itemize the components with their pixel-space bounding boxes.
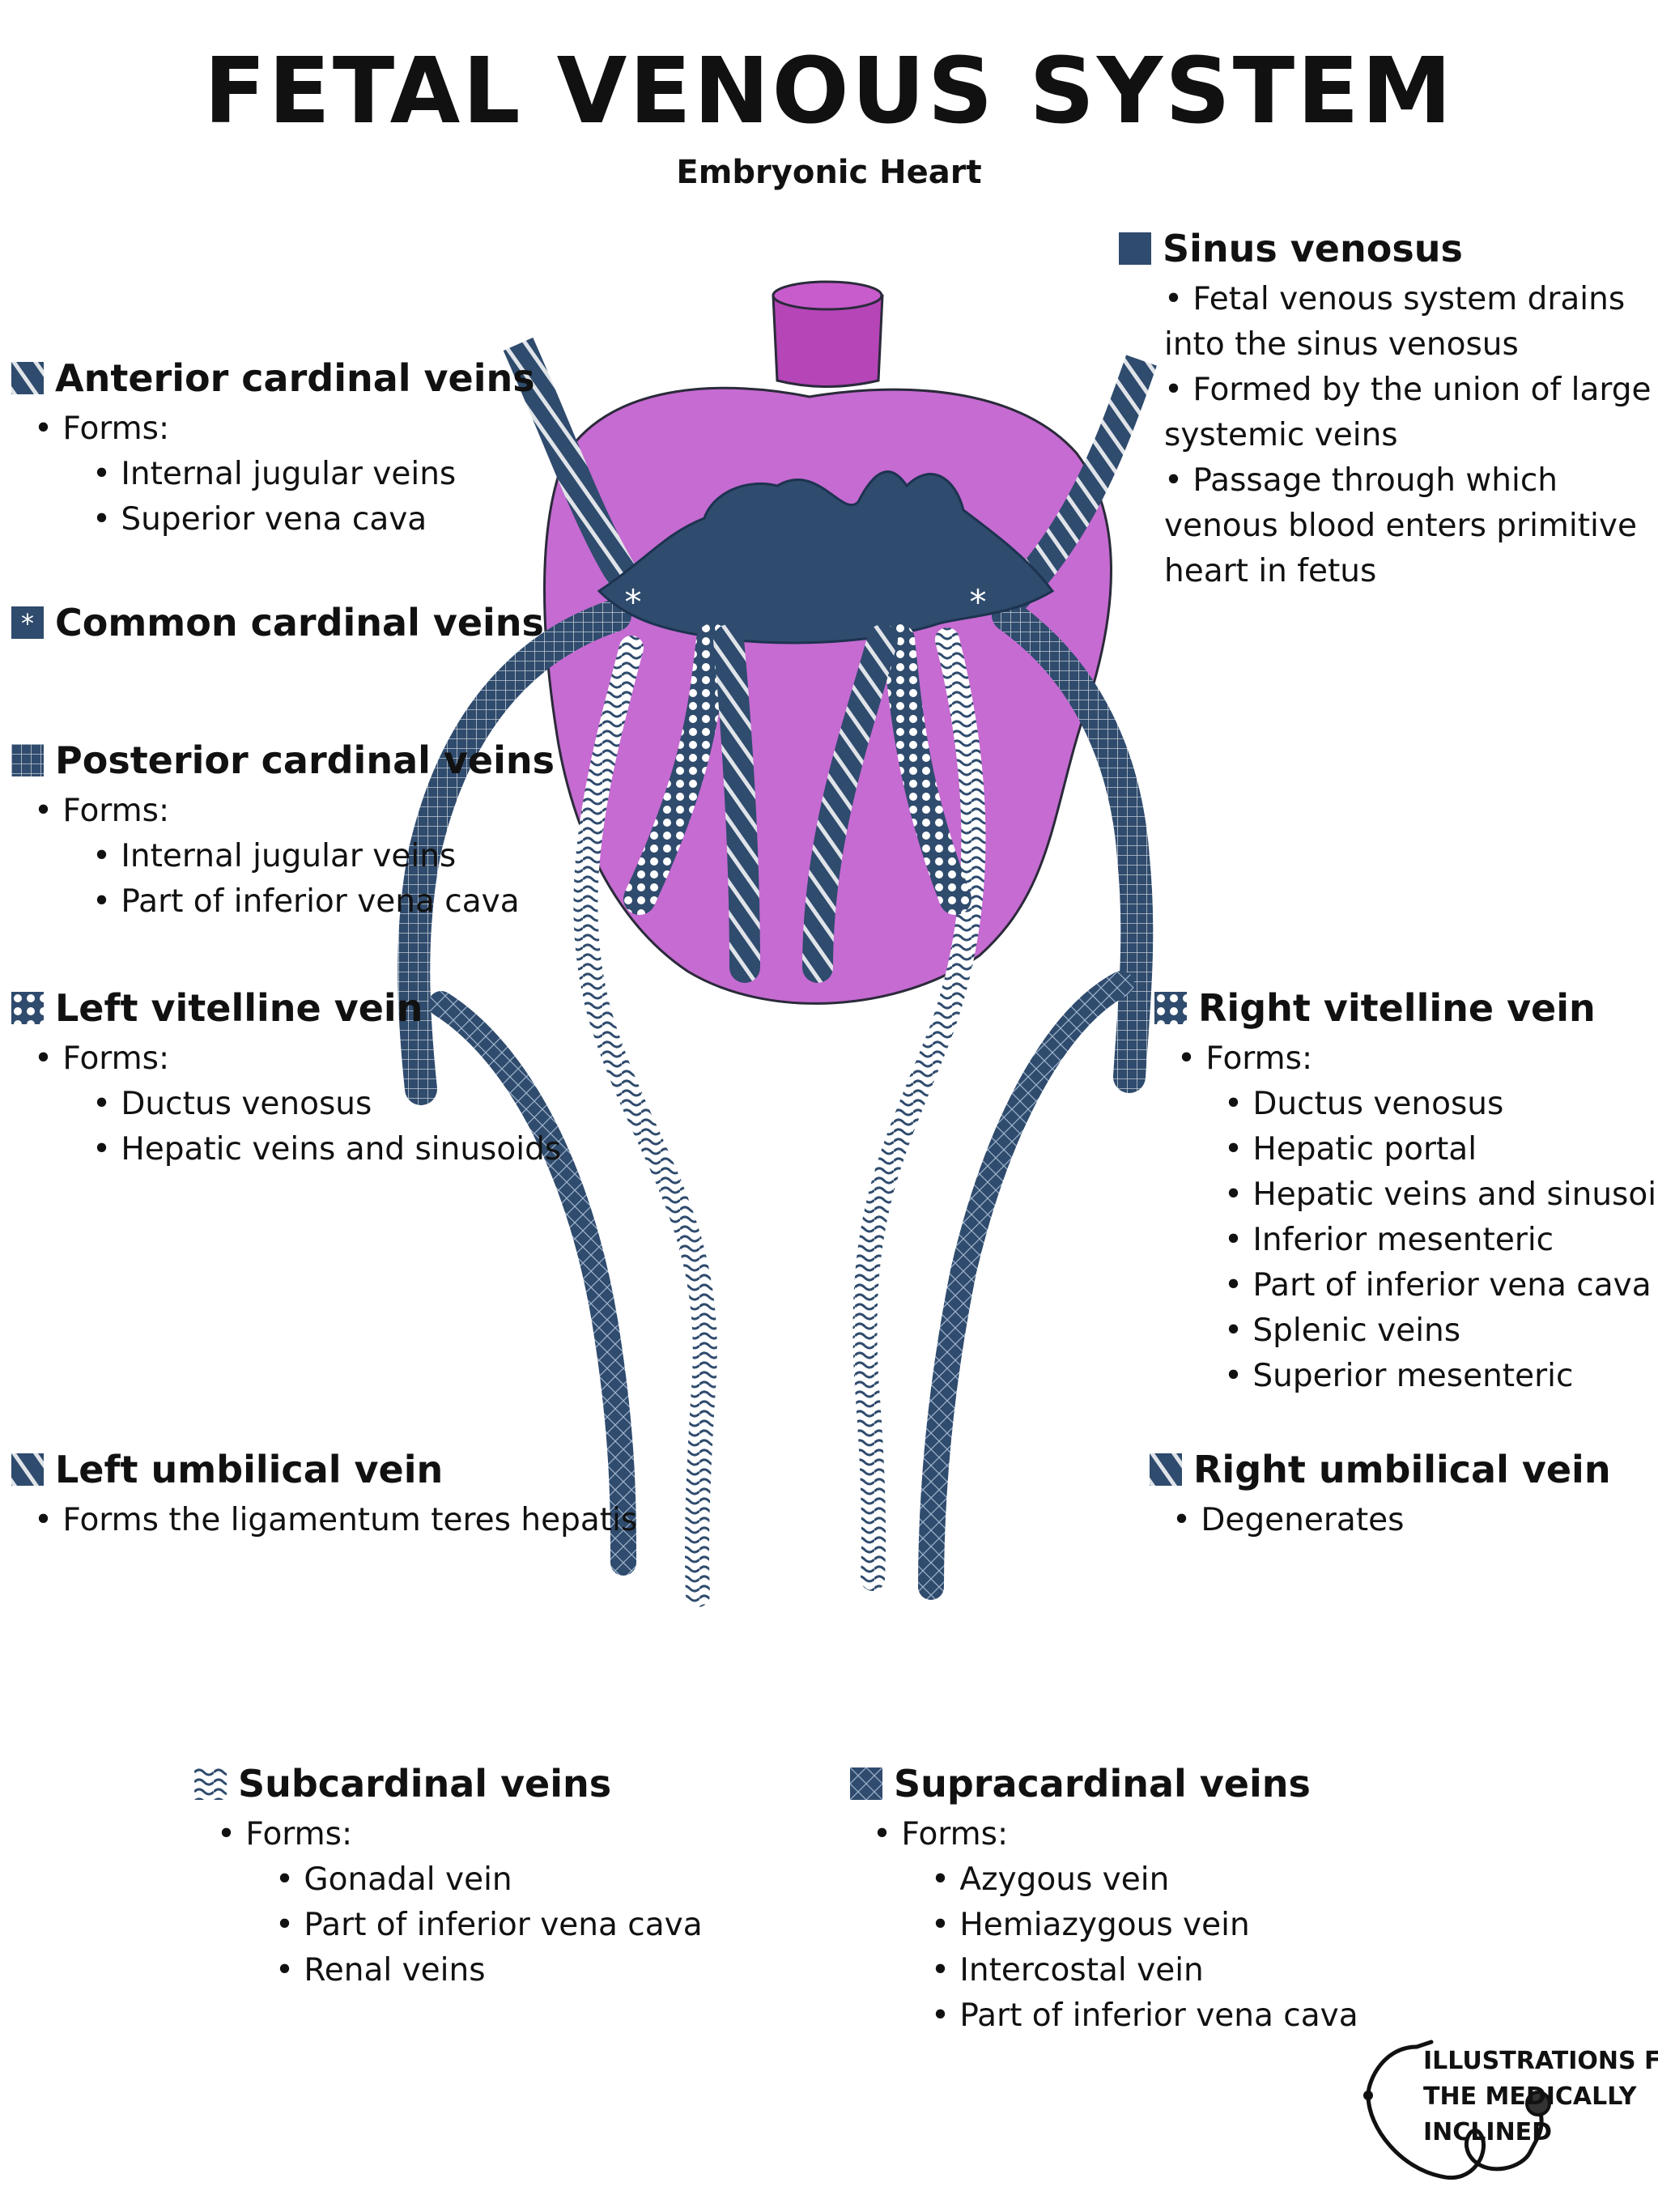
- left-subcardinal-vein: [573, 636, 717, 1607]
- supracardinal-block: Supracardinal veins • Forms: • Azygous v…: [850, 1762, 1358, 2039]
- logo-line: INCLINED: [1423, 2118, 1553, 2146]
- left-posterior-cardinal-vein: [397, 599, 631, 1105]
- page-subtitle: Embryonic Heart: [676, 154, 982, 191]
- svg-text:*: *: [21, 608, 34, 639]
- net-swatch-icon: [850, 1767, 882, 1800]
- subcardinal-forms-label: Forms:: [245, 1816, 353, 1853]
- left-umbilical-vein: [713, 624, 760, 983]
- common-cardinal-block: * Common cardinal veins: [11, 601, 544, 651]
- asterisk-swatch-icon: *: [11, 606, 44, 639]
- right-supracardinal-vein: [918, 971, 1134, 1600]
- supracardinal-item: Intercostal vein: [959, 1952, 1204, 1989]
- dots-swatch-icon: [1154, 992, 1187, 1024]
- right-vitelline-item: Part of inferior vena cava: [1252, 1267, 1652, 1304]
- diagonal-stripe-swatch-icon: [11, 1453, 44, 1486]
- left-vitelline-vein: [623, 623, 729, 915]
- common-cardinal-title: Common cardinal veins: [55, 601, 544, 644]
- supracardinal-forms-label: Forms:: [901, 1816, 1009, 1853]
- supracardinal-title: Supracardinal veins: [894, 1762, 1311, 1806]
- right-vitelline-item: Splenic veins: [1252, 1312, 1461, 1349]
- left-vitelline-item: Ductus venosus: [121, 1086, 372, 1122]
- subcardinal-item: Renal veins: [304, 1952, 486, 1989]
- solid-square-swatch-icon: [1119, 232, 1151, 265]
- right-subcardinal-vein: [852, 627, 986, 1591]
- grid-swatch-icon: [11, 744, 44, 776]
- right-posterior-cardinal-vein: [992, 599, 1154, 1093]
- posterior-cardinal-title: Posterior cardinal veins: [55, 738, 555, 782]
- left-vitelline-title: Left vitelline vein: [55, 986, 423, 1030]
- anterior-item: Superior vena cava: [121, 501, 427, 538]
- supracardinal-item: Hemiazygous vein: [959, 1907, 1250, 1943]
- logo-line: ILLUSTRATIONS FOR: [1423, 2047, 1658, 2075]
- left-vitelline-forms-label: Forms:: [62, 1040, 170, 1077]
- left-umbilical-title: Left umbilical vein: [55, 1448, 444, 1491]
- page-title: FETAL VENOUS SYSTEM: [203, 39, 1455, 144]
- right-vitelline-block: Right vitelline vein • Forms: • Ductus v…: [1154, 986, 1658, 1399]
- right-vitelline-title: Right vitelline vein: [1198, 986, 1596, 1030]
- left-umbilical-item: Forms the ligamentum teres hepatis: [62, 1502, 638, 1538]
- sinus-line: • Formed by the union of large: [1164, 372, 1652, 408]
- left-vitelline-item: Hepatic veins and sinusoids: [121, 1131, 562, 1168]
- sinus-line: venous blood enters primitive: [1164, 508, 1637, 544]
- subcardinal-item: Gonadal vein: [304, 1861, 512, 1898]
- anterior-cardinal-title: Anterior cardinal veins: [55, 356, 535, 400]
- anterior-cardinal-block: Anterior cardinal veins • Forms: • Inter…: [11, 356, 535, 542]
- subcardinal-block: Subcardinal veins • Forms: • Gonadal vei…: [194, 1762, 703, 1993]
- logo-line: THE MEDICALLY: [1423, 2082, 1637, 2111]
- right-vitelline-item: Superior mesenteric: [1252, 1358, 1574, 1394]
- sinus-venosus-title: Sinus venosus: [1163, 227, 1463, 270]
- right-umbilical-title: Right umbilical vein: [1193, 1448, 1611, 1491]
- right-umbilical-vein: [802, 624, 898, 983]
- sinus-venosus-shape: [597, 470, 1055, 644]
- sinus-line: systemic veins: [1164, 417, 1398, 453]
- right-umbilical-block: Right umbilical vein • Degenerates: [1150, 1448, 1611, 1543]
- left-vitelline-block: Left vitelline vein • Forms: • Ductus ve…: [11, 986, 561, 1172]
- right-vitelline-item: Inferior mesenteric: [1252, 1222, 1554, 1258]
- dots-swatch-icon: [11, 992, 44, 1024]
- right-umbilical-item: Degenerates: [1201, 1502, 1405, 1538]
- anterior-forms-label: Forms:: [62, 410, 170, 447]
- anterior-item: Internal jugular veins: [121, 456, 457, 492]
- left-supracardinal-vein: [428, 991, 636, 1576]
- wavy-swatch-icon: [194, 1767, 227, 1800]
- diagonal-stripe-swatch-icon: [11, 362, 44, 394]
- sinus-venosus-block: Sinus venosus • Fetal venous system drai…: [1119, 227, 1652, 594]
- sinus-line: • Passage through which: [1164, 462, 1558, 499]
- supracardinal-item: Azygous vein: [959, 1861, 1170, 1898]
- posterior-cardinal-block: Posterior cardinal veins • Forms: • Inte…: [11, 738, 555, 925]
- supracardinal-item: Part of inferior vena cava: [959, 1997, 1358, 2034]
- right-vitelline-item: Hepatic veins and sinusoids: [1252, 1176, 1658, 1213]
- diagonal-stripe-swatch-icon: [1150, 1453, 1182, 1486]
- asterisk-right: *: [970, 582, 987, 622]
- right-vitelline-item: Ductus venosus: [1252, 1086, 1504, 1122]
- asterisk-left: *: [625, 582, 642, 622]
- left-umbilical-block: Left umbilical vein • Forms the ligament…: [11, 1448, 637, 1543]
- right-vitelline-item: Hepatic portal: [1252, 1131, 1477, 1168]
- logo: ILLUSTRATIONS FOR THE MEDICALLY INCLINED: [1352, 2031, 1658, 2193]
- sinus-line: into the sinus venosus: [1164, 326, 1519, 363]
- subcardinal-item: Part of inferior vena cava: [304, 1907, 703, 1943]
- sinus-line: • Fetal venous system drains: [1164, 281, 1626, 317]
- posterior-item: Part of inferior vena cava: [121, 883, 520, 920]
- right-vitelline-forms-label: Forms:: [1205, 1040, 1313, 1077]
- posterior-item: Internal jugular veins: [121, 838, 457, 874]
- subcardinal-title: Subcardinal veins: [238, 1762, 612, 1806]
- stethoscope-icon: [1363, 2040, 1551, 2180]
- sinus-line: heart in fetus: [1164, 553, 1377, 589]
- right-vitelline-vein: [882, 623, 971, 915]
- posterior-forms-label: Forms:: [62, 793, 170, 829]
